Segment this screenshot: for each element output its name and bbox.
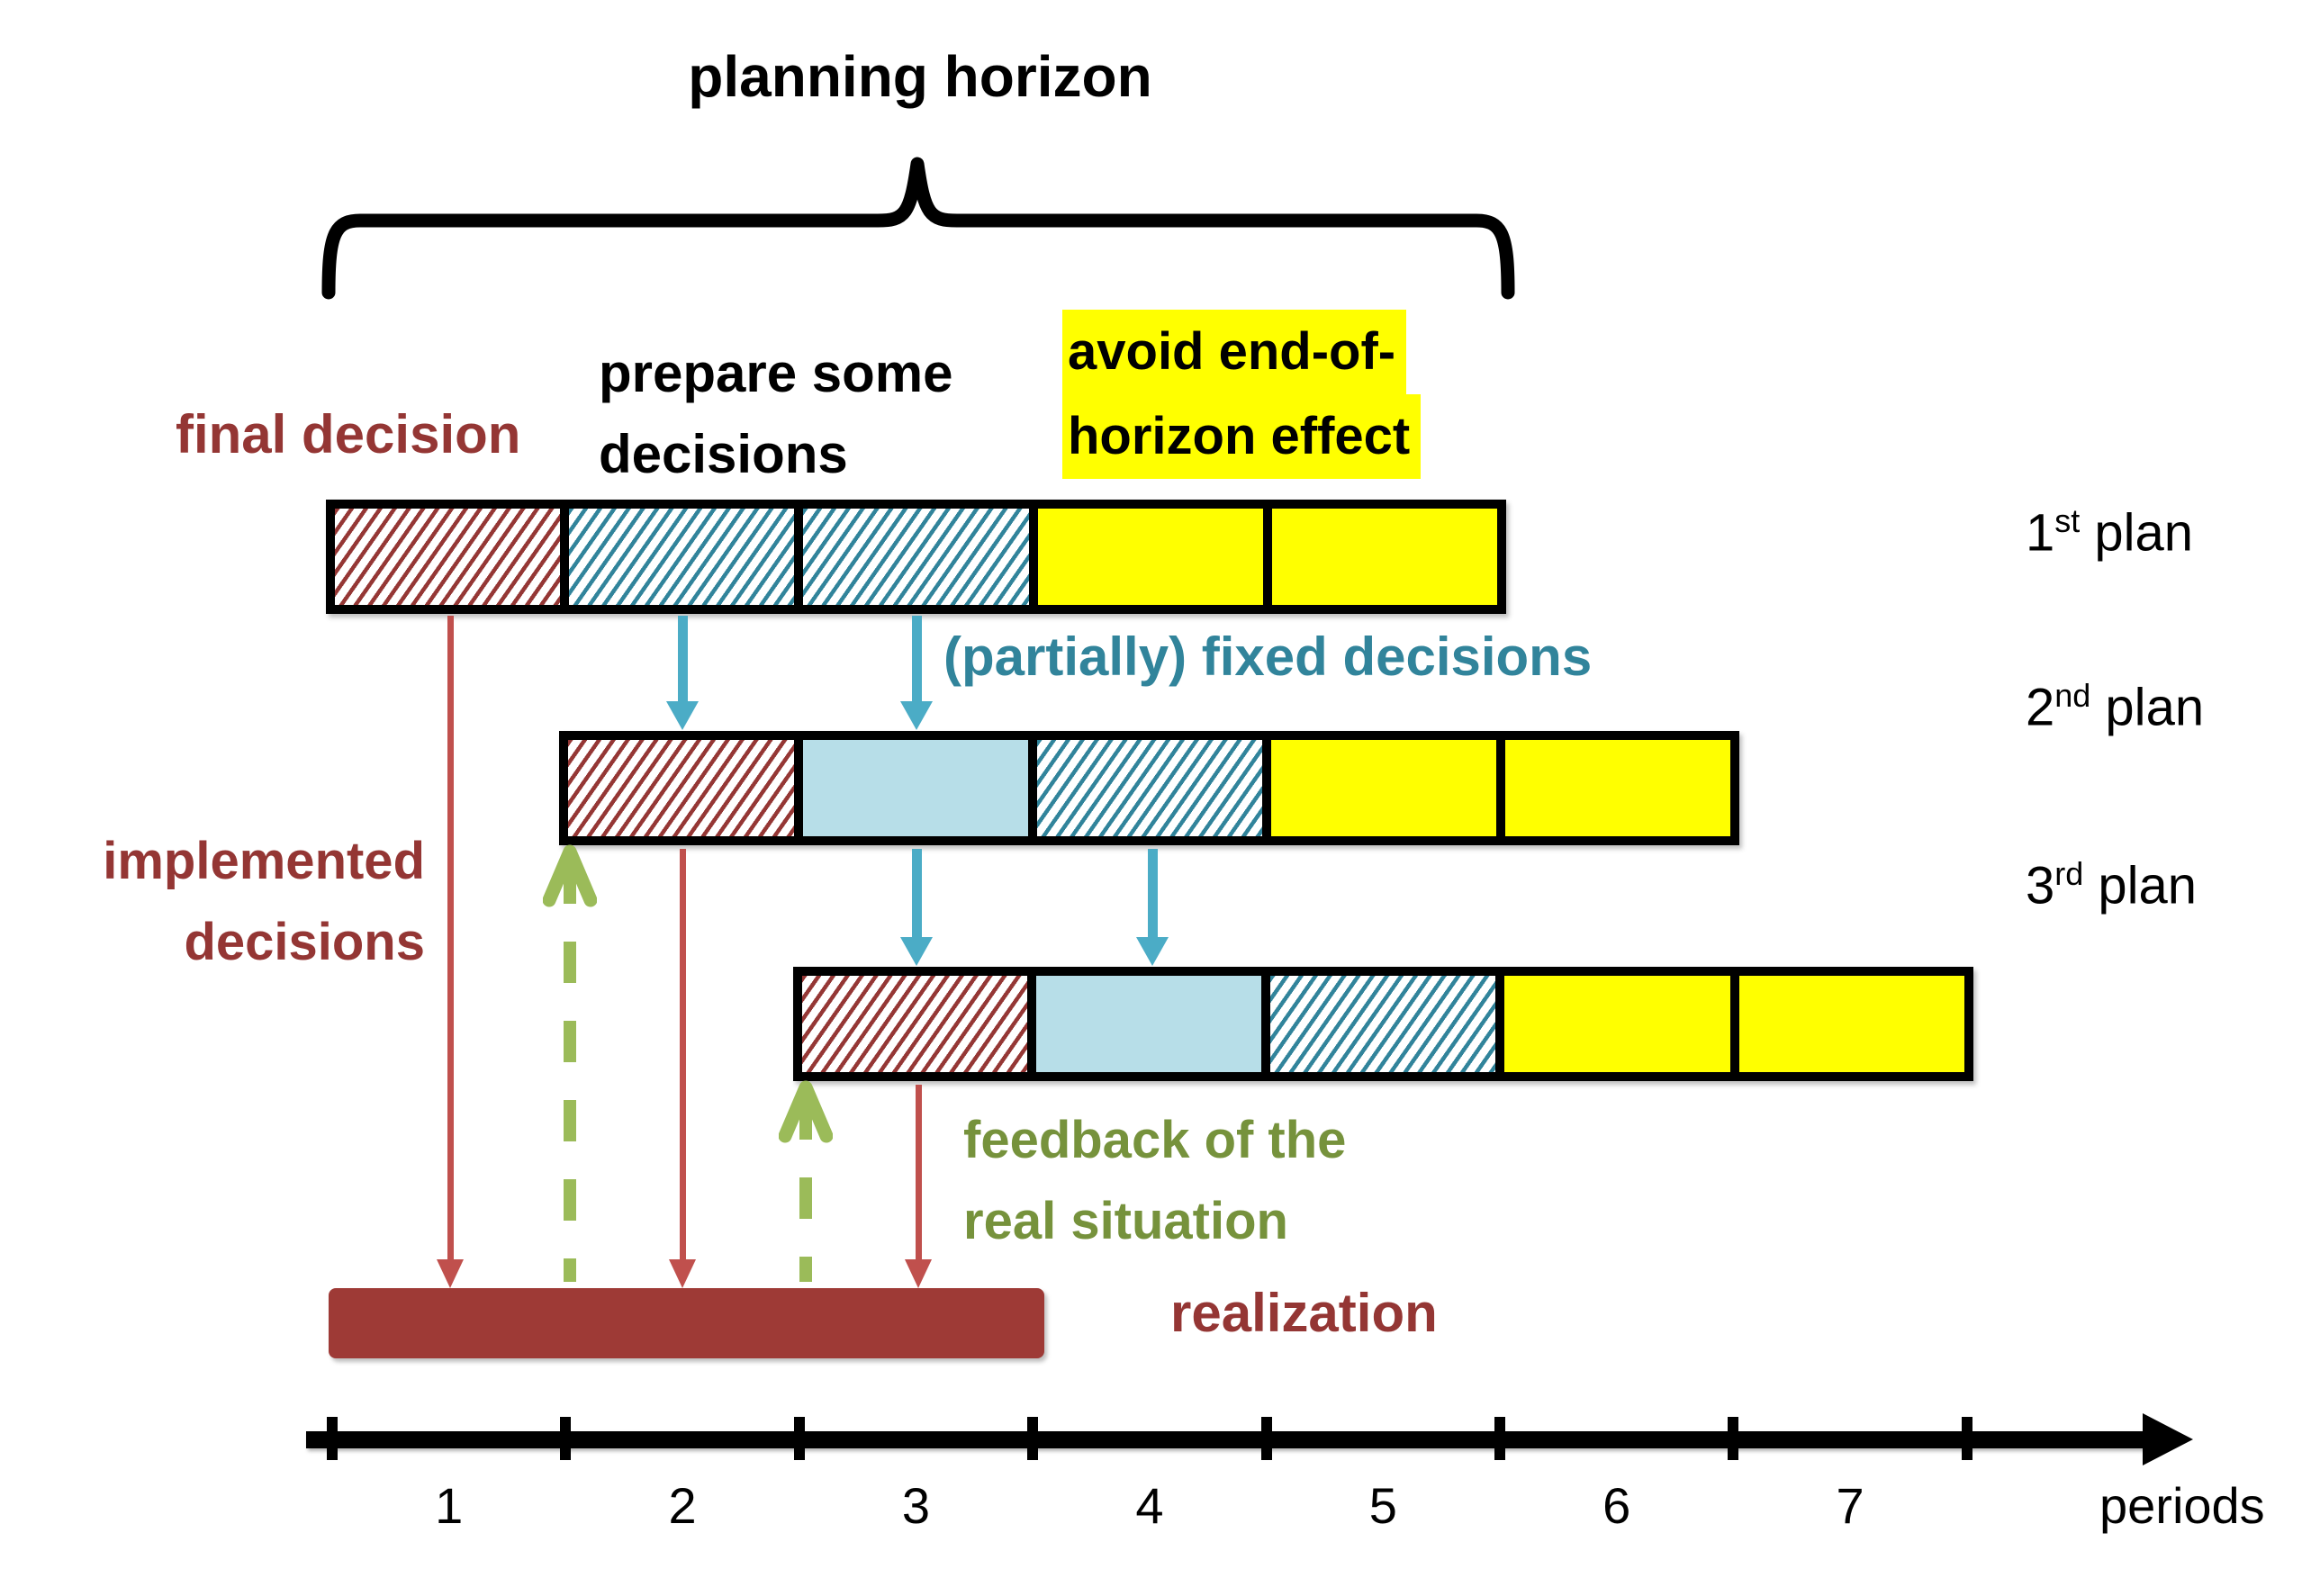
prepare-line-2: decisions [599,424,848,484]
time-axis-arrowhead [2143,1413,2193,1465]
red-arrow-head-3 [905,1259,932,1288]
plan-2-segment-4-yellow [1271,740,1497,836]
plan-3-number: 3 [2026,856,2055,915]
feedback-label: feedback of the real situation [963,1100,1346,1262]
axis-tick-5 [1494,1417,1505,1460]
teal-arrow-shaft-1 [678,616,688,703]
plan-2-segment-3-teal-hatch [1036,740,1262,836]
plan-3-segment-5-yellow [1738,976,1964,1072]
planning-horizon-brace [321,157,1515,300]
realization-bar [329,1288,1044,1358]
plan-1-label: 1st plan [2026,502,2193,563]
plan-1-segment-3-teal-hatch [803,509,1029,605]
red-arrow-shaft-2 [680,849,686,1261]
axis-tick-3 [1027,1417,1039,1460]
implemented-line-2: decisions [184,913,425,971]
final-decision-label: final decision [176,404,521,464]
feedback-line-2: real situation [963,1192,1288,1250]
plan-bar-3 [792,967,1973,1081]
axis-period-number-3: 3 [901,1477,931,1534]
teal-arrow-head-3 [900,937,933,966]
plan-1-segment-1-red-hatch [335,509,561,605]
red-arrow-head-2 [669,1259,696,1288]
plan-2-word: plan [2090,678,2205,737]
avoid-end-of-horizon-label: avoid end-of- horizon effect [1062,310,1422,479]
planning-horizon-title: planning horizon [688,44,1152,109]
prepare-line-1: prepare some [599,343,953,403]
realization-label: realization [1170,1283,1438,1343]
green-feedback-arrow-1 [543,844,597,1282]
red-arrow-shaft-3 [916,1085,922,1261]
axis-tick-7 [1961,1417,1972,1460]
teal-arrow-shaft-4 [1148,849,1158,939]
plan-3-segment-2-light-blue [1036,976,1262,1072]
axis-tick-6 [1728,1417,1739,1460]
plan-1-segment-4-yellow [1037,509,1263,605]
plan-2-segment-2-light-blue [802,740,1028,836]
plan-1-ordinal: st [2054,502,2081,539]
teal-arrow-head-4 [1136,937,1169,966]
periods-label: periods [2099,1477,2265,1534]
prepare-decisions-label: prepare some decisions [599,333,953,495]
axis-tick-2 [793,1417,805,1460]
plan-1-word: plan [2080,503,2194,563]
axis-period-number-6: 6 [1602,1477,1631,1534]
implemented-decisions-label: implemented decisions [54,821,425,983]
plan-2-number: 2 [2026,678,2055,737]
plan-3-label: 3rd plan [2026,855,2197,915]
axis-period-number-5: 5 [1368,1477,1397,1534]
teal-arrow-head-2 [900,701,933,730]
red-arrow-shaft-1 [447,616,454,1261]
axis-tick-4 [1260,1417,1272,1460]
axis-tick-1 [560,1417,572,1460]
plan-1-number: 1 [2026,503,2055,563]
axis-period-number-7: 7 [1836,1477,1864,1534]
implemented-line-1: implemented [103,832,425,890]
axis-period-number-4: 4 [1135,1477,1164,1534]
plan-3-word: plan [2083,856,2198,915]
time-axis-line [306,1431,2147,1448]
axis-period-number-2: 2 [668,1477,697,1534]
teal-arrow-shaft-3 [912,849,922,939]
plan-bar-1 [326,500,1506,614]
plan-3-segment-3-teal-hatch [1270,976,1496,1072]
plan-3-ordinal: rd [2054,855,2084,892]
plan-2-ordinal: nd [2054,677,2091,714]
partially-fixed-decisions-label: (partially) fixed decisions [943,627,1593,687]
plan-3-segment-1-red-hatch [801,976,1027,1072]
feedback-line-1: feedback of the [963,1111,1347,1169]
avoid-line-2: horizon effect [1062,394,1422,479]
plan-2-segment-5-yellow [1505,740,1731,836]
green-feedback-arrow-2 [779,1080,833,1282]
plan-2-segment-1-red-hatch [568,740,794,836]
plan-1-segment-2-teal-hatch [569,509,795,605]
teal-arrow-head-1 [666,701,699,730]
axis-tick-0 [327,1417,338,1460]
plan-1-segment-5-yellow [1271,509,1498,605]
plan-bar-2 [559,731,1740,845]
plan-2-label: 2nd plan [2026,677,2204,737]
axis-period-number-1: 1 [435,1477,464,1534]
avoid-line-1: avoid end-of- [1062,310,1407,394]
teal-arrow-shaft-2 [912,616,922,703]
red-arrow-head-1 [437,1259,464,1288]
plan-3-segment-4-yellow [1504,976,1730,1072]
